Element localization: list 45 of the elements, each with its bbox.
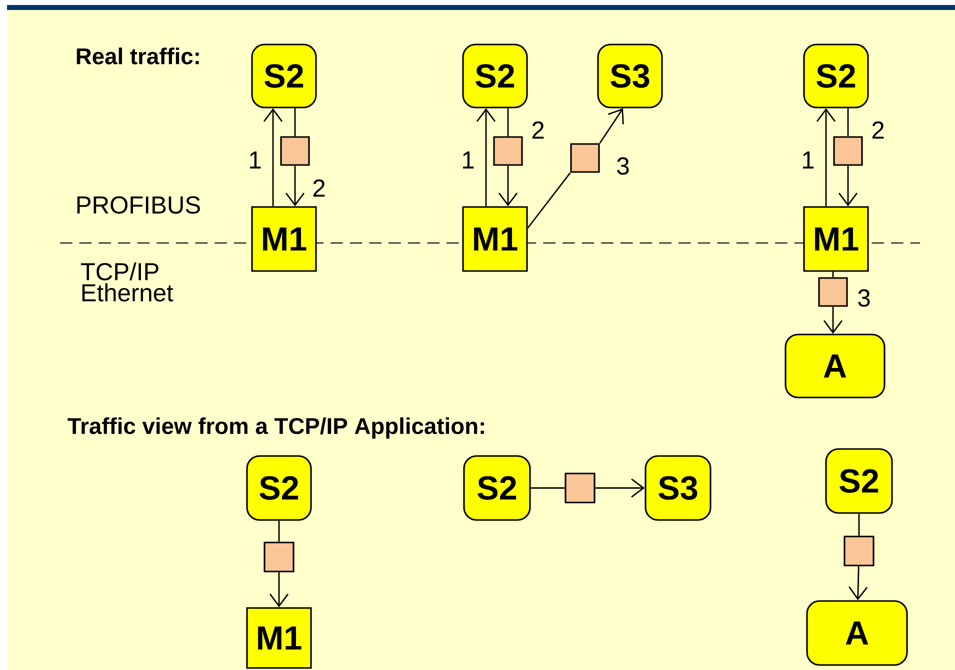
section-heading: Traffic view from a TCP/IP Application:	[68, 417, 484, 439]
arrow	[263, 108, 283, 206]
edge-label: 2	[872, 121, 884, 139]
station-box: S2	[462, 44, 528, 108]
edge-label: 2	[313, 179, 325, 197]
station-box: S2	[825, 448, 893, 514]
master-box: M1	[803, 206, 869, 272]
station-box: A	[784, 334, 886, 398]
section-heading: Real traffic:	[76, 48, 199, 64]
master-box: M1	[462, 206, 528, 272]
packet-box	[844, 536, 874, 566]
station-box: S3	[597, 44, 663, 108]
edge-label: 1	[463, 152, 474, 168]
packet-box	[564, 472, 596, 504]
station-box: S3	[644, 455, 712, 521]
station-box: S2	[463, 455, 531, 521]
master-box: M1	[246, 607, 312, 669]
station-box: A	[806, 600, 908, 666]
arrow	[838, 166, 858, 206]
station-box: S2	[246, 455, 312, 521]
arrow	[498, 166, 518, 206]
arrow	[848, 566, 868, 600]
arrow	[476, 108, 496, 206]
packet-box	[493, 136, 523, 166]
packet-box	[280, 136, 310, 166]
station-box: S2	[251, 44, 317, 108]
arrow	[595, 478, 645, 498]
arrow	[285, 166, 305, 206]
packet-box	[264, 542, 294, 572]
edge-label: 3	[858, 289, 870, 307]
edge-label: 1	[803, 152, 814, 168]
master-box: M1	[251, 206, 317, 272]
arrow	[816, 108, 836, 206]
arrow	[599, 108, 624, 144]
packet-box	[818, 277, 848, 307]
packet-box	[570, 143, 600, 173]
network-label: PROFIBUS	[77, 196, 200, 214]
arrow	[823, 306, 843, 334]
edge-label: 2	[532, 121, 544, 139]
station-box: S2	[803, 44, 869, 108]
edge-label: 1	[250, 152, 261, 168]
packet-box	[833, 136, 863, 166]
network-label: TCP/IP Ethernet	[80, 262, 174, 302]
edge-label: 3	[617, 157, 629, 175]
arrow	[269, 572, 289, 608]
